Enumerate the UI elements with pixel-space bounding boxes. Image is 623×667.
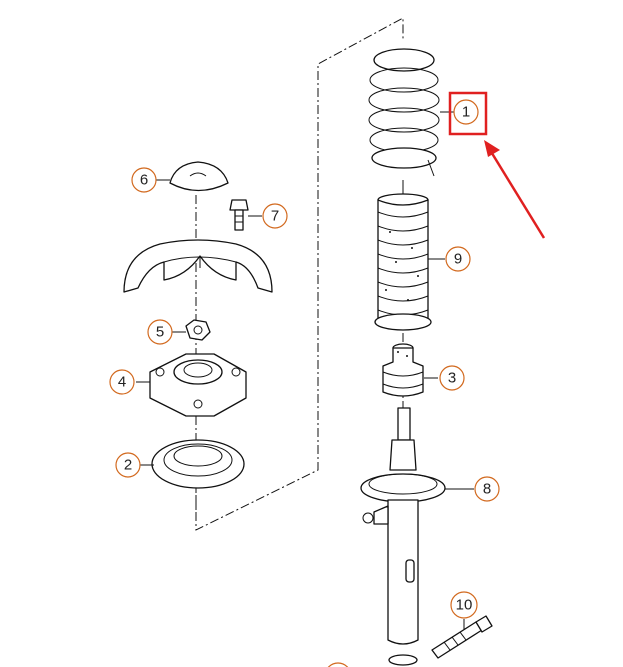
callout-1-label: 1: [462, 104, 470, 121]
callout-9-label: 9: [454, 251, 462, 268]
callout-6[interactable]: 6: [131, 167, 157, 193]
small-bolt: [229, 199, 249, 231]
highlight-arrow: [484, 140, 546, 239]
callout-8[interactable]: 8: [474, 476, 500, 502]
dust-cap: [169, 161, 229, 192]
callout-10[interactable]: 10: [450, 591, 478, 619]
highlight-box: [448, 91, 488, 136]
callout-4-label: 4: [118, 374, 126, 391]
callout-1[interactable]: 1: [453, 99, 479, 125]
callout-3[interactable]: 3: [439, 365, 465, 391]
strut-mount: [149, 353, 247, 417]
callout-6-label: 6: [140, 172, 148, 189]
callout-8-label: 8: [483, 481, 491, 498]
hex-nut: [185, 319, 211, 341]
upper-shield: [123, 239, 273, 293]
callout-7-label: 7: [271, 208, 279, 225]
bearing-ring: [151, 439, 245, 489]
callout-10-label: 10: [456, 597, 473, 614]
callout-3-label: 3: [448, 370, 456, 387]
shock-absorber: [360, 407, 446, 666]
bump-stop: [382, 343, 424, 397]
callout-partial-bottom: [327, 662, 349, 667]
callout-5-label: 5: [156, 324, 164, 341]
assembly-dashed-outline: [195, 17, 404, 531]
bellows-boot: [374, 188, 432, 331]
callout-5[interactable]: 5: [147, 319, 173, 345]
callout-4[interactable]: 4: [109, 369, 135, 395]
callout-2-label: 2: [124, 457, 132, 474]
callout-7[interactable]: 7: [262, 203, 288, 229]
callout-2[interactable]: 2: [115, 452, 141, 478]
coil-spring: [368, 48, 440, 177]
callout-9[interactable]: 9: [445, 246, 471, 272]
mounting-bolt: [431, 615, 493, 659]
